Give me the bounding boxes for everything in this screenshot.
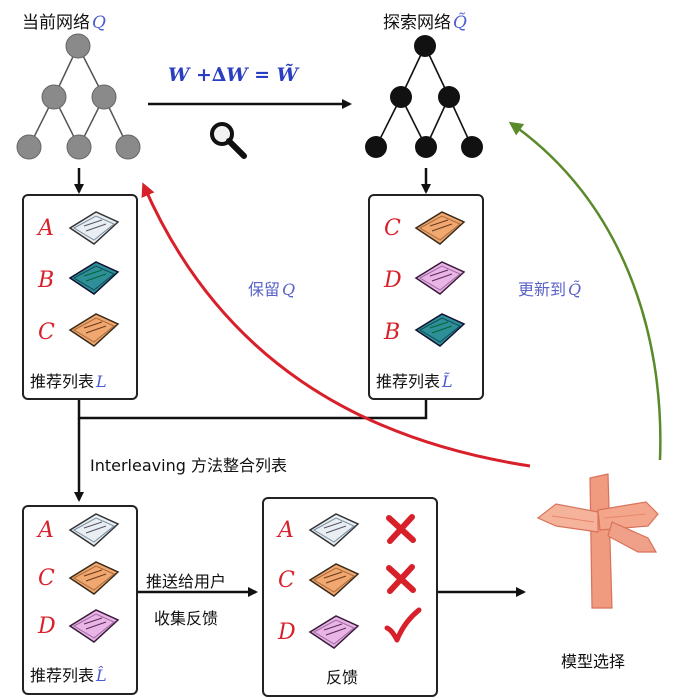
feedback-item-letter: C <box>278 568 295 593</box>
feedback-caption: 反馈 <box>326 668 359 687</box>
list-l-hat-box <box>22 505 138 695</box>
check-mark-icon <box>384 607 422 643</box>
current-network-node <box>91 84 117 110</box>
newspaper-orange-icon <box>68 313 120 347</box>
update-formula: W +∆W = W̃ <box>168 64 299 86</box>
merge-connector <box>77 398 428 420</box>
explore-network-node <box>415 136 437 158</box>
explore-network-label: 探索网络 <box>383 13 451 33</box>
feedback-item-letter: A <box>278 518 294 543</box>
current-network-node <box>115 134 141 160</box>
newspaper-orange-icon <box>68 561 120 595</box>
newspaper-white-icon <box>308 513 360 547</box>
newspaper-teal-icon <box>414 313 466 347</box>
explore-network-symbol: Q̃ <box>453 13 467 33</box>
current-network-node <box>16 134 42 160</box>
list-l-tilde-caption-text: 推荐列表 <box>376 372 441 391</box>
explore-network-node <box>390 86 412 108</box>
keep-q-arrow <box>141 182 531 468</box>
newspaper-white-icon <box>68 513 120 547</box>
list-l-tilde-symbol: L̃ <box>442 372 453 391</box>
current-network-node <box>66 134 92 160</box>
model-select-label: 模型选择 <box>561 652 626 671</box>
list-l-hat-caption-text: 推荐列表 <box>30 666 95 685</box>
update-q-text: 更新到 <box>518 280 567 299</box>
current-network-nodes <box>16 33 141 160</box>
list-item-letter: C <box>38 320 55 345</box>
list-item-letter: A <box>38 216 54 241</box>
list-item-letter: D <box>384 268 402 293</box>
newspaper-pink-icon <box>68 609 120 643</box>
explore-network-node <box>438 86 460 108</box>
current-network-symbol: Q <box>92 13 106 33</box>
list-item-letter: D <box>38 614 56 639</box>
keep-q-symbol: Q <box>282 280 296 299</box>
list-item-letter: A <box>38 518 54 543</box>
cross-mark-icon <box>386 514 416 544</box>
signpost-icon <box>536 473 659 609</box>
list-item-letter: C <box>384 216 401 241</box>
interleave-label: Interleaving 方法整合列表 <box>90 456 287 475</box>
magnifying-glass-icon <box>210 122 247 159</box>
collect-feedback-label: 收集反馈 <box>154 609 219 628</box>
current-network-label: 当前网络 <box>22 13 90 33</box>
feedback-box <box>262 497 438 697</box>
list-l-symbol: L <box>96 372 107 391</box>
cross-mark-icon <box>386 564 416 594</box>
list-l-caption-text: 推荐列表 <box>30 372 95 391</box>
keep-q-text: 保留 <box>248 280 281 299</box>
current-network-node <box>41 84 67 110</box>
update-q-arrow <box>508 121 662 461</box>
list-l-box <box>22 194 138 400</box>
explore-network-node <box>365 136 387 158</box>
current-network-node <box>65 33 91 59</box>
list-item-letter: B <box>384 320 401 345</box>
list-item-letter: C <box>38 566 55 591</box>
explore-network-node <box>414 35 436 57</box>
newspaper-pink-icon <box>308 615 360 649</box>
update-q-symbol: Q̃ <box>568 280 582 299</box>
feedback-item-letter: D <box>278 620 296 645</box>
newspaper-white-icon <box>68 211 120 245</box>
newspaper-teal-icon <box>68 261 120 295</box>
newspaper-pink-icon <box>414 261 466 295</box>
newspaper-orange-icon <box>414 211 466 245</box>
list-l-hat-symbol: L̂ <box>96 666 107 685</box>
push-to-user-label: 推送给用户 <box>146 572 227 591</box>
explore-network-nodes <box>365 35 483 158</box>
explore-network-node <box>461 136 483 158</box>
list-item-letter: B <box>38 268 55 293</box>
newspaper-orange-icon <box>308 563 360 597</box>
